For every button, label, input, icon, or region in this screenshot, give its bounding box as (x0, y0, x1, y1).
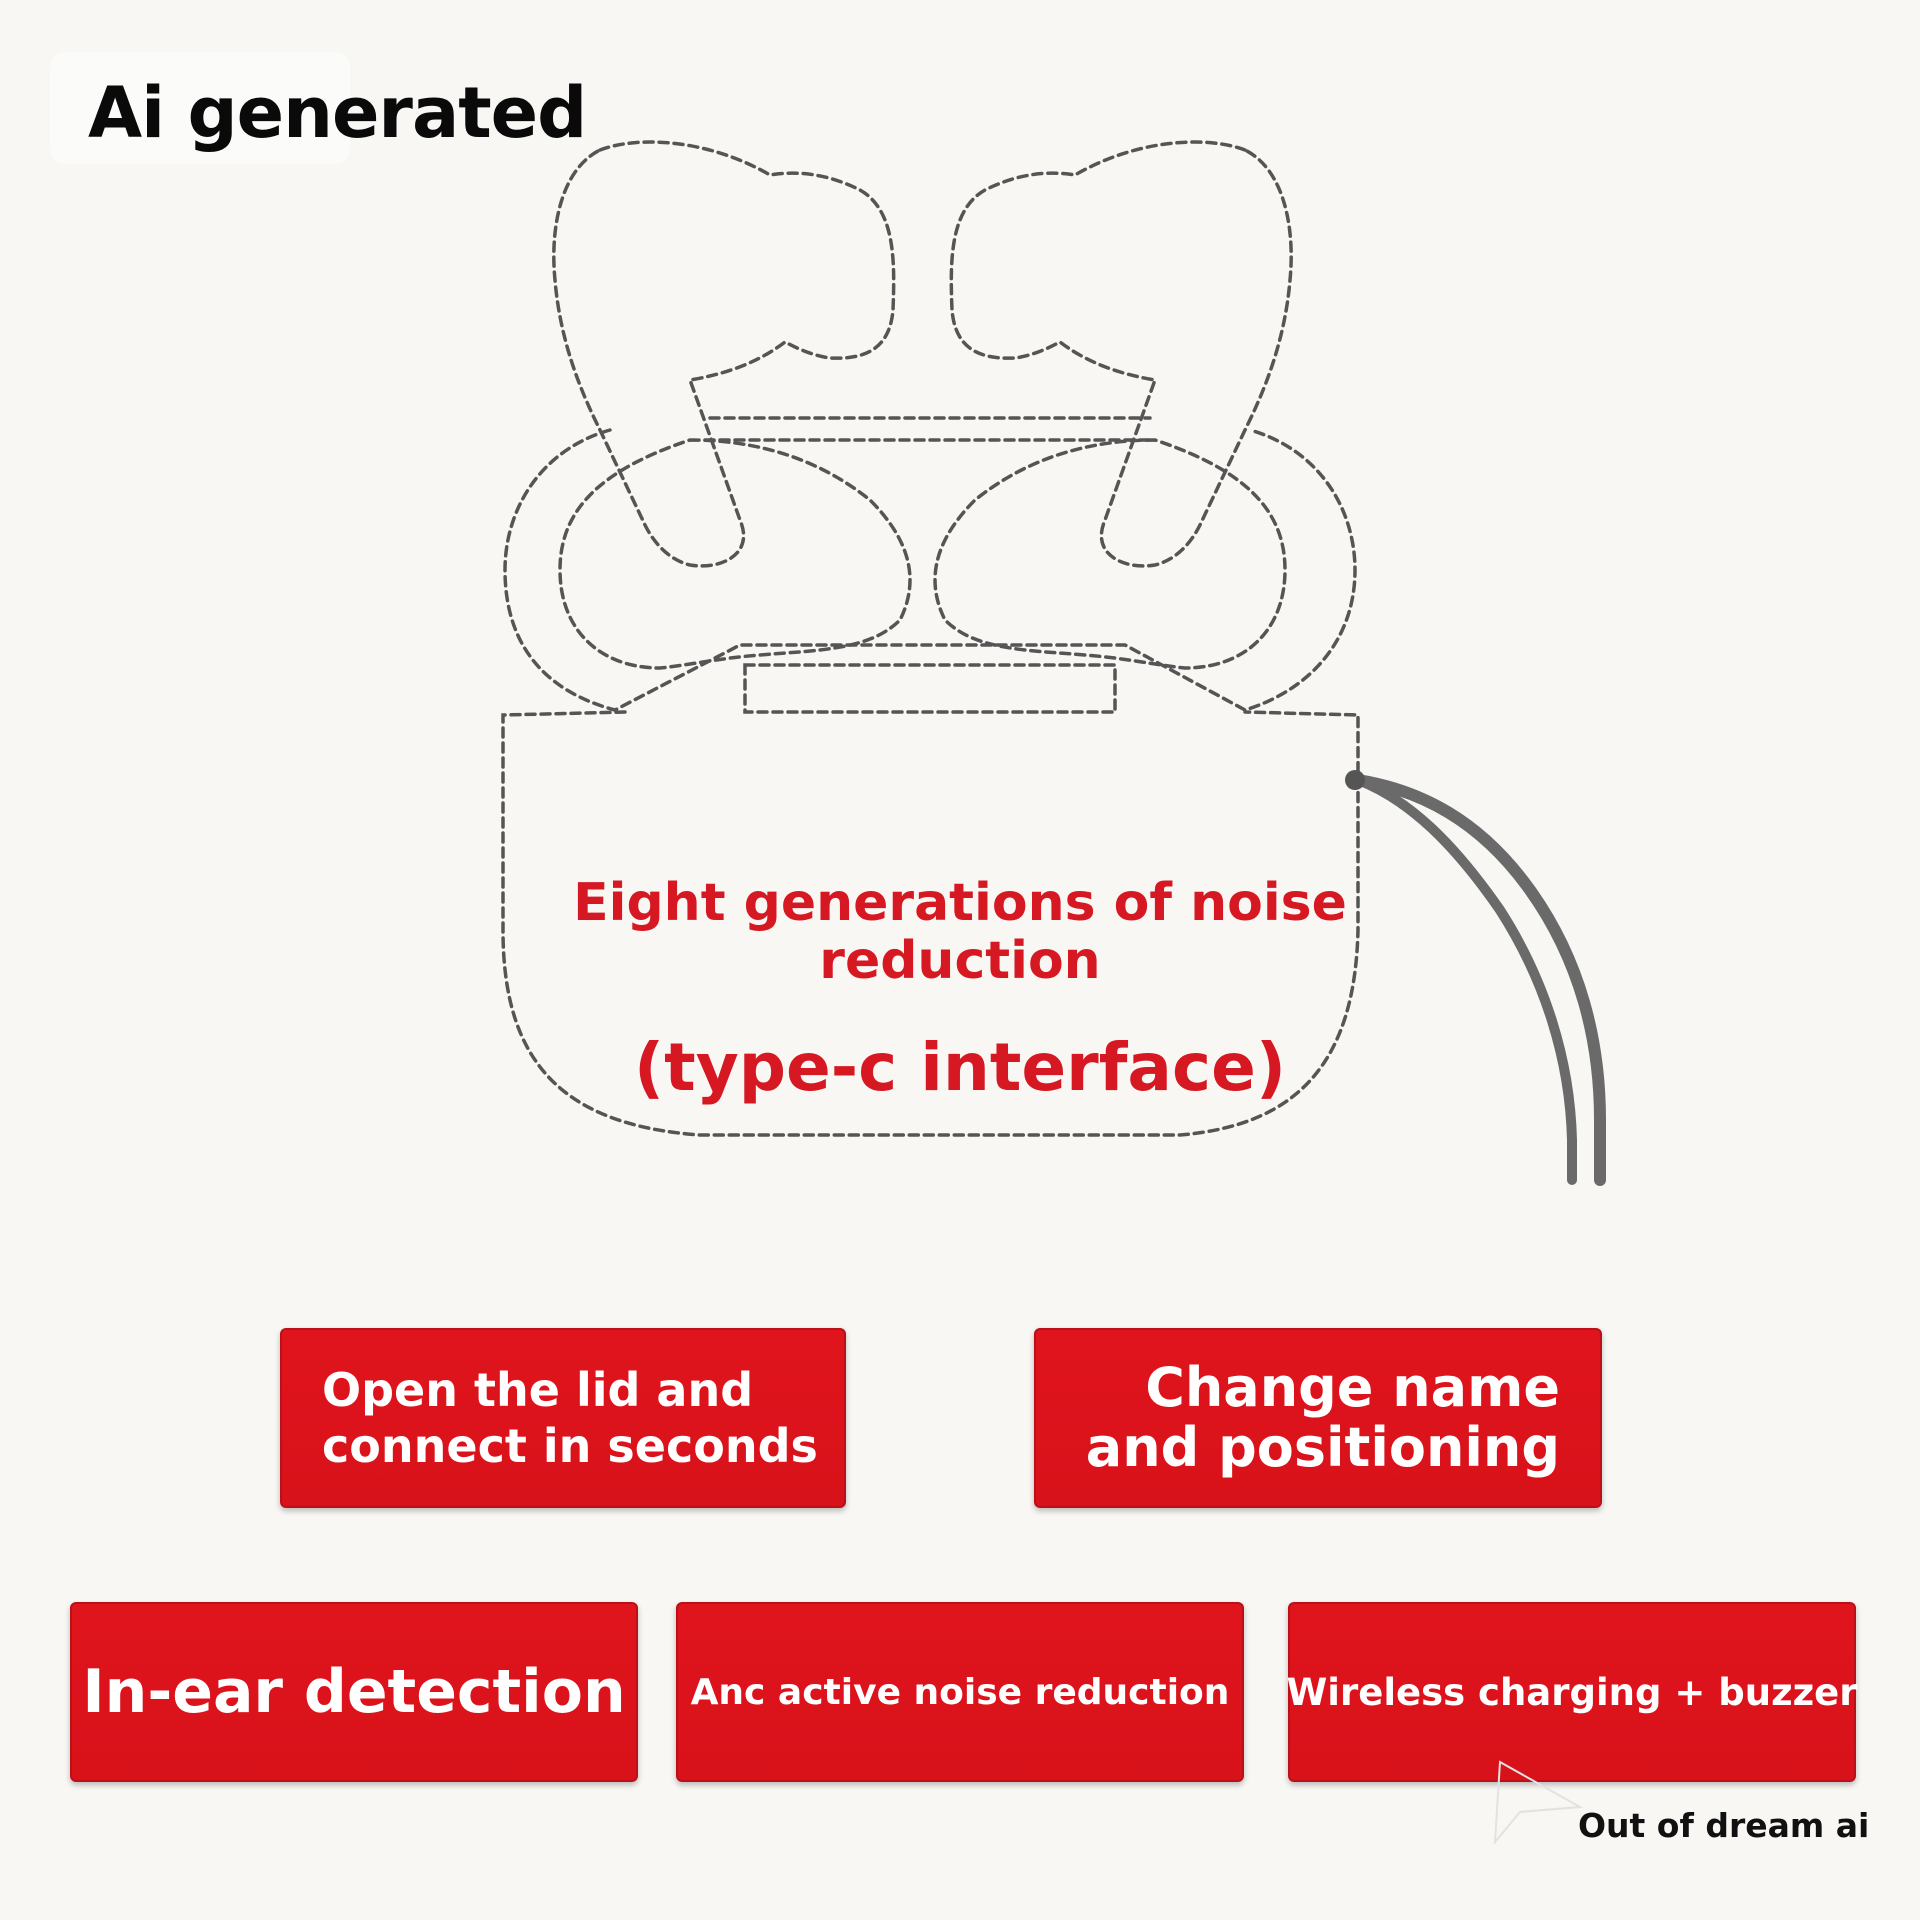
feature-anc-noise-reduction[interactable]: Anc active noise reduction (676, 1602, 1244, 1782)
left-cradle (558, 438, 912, 670)
feature-open-lid-connect[interactable]: Open the lid and connect in seconds (280, 1328, 846, 1508)
case-body-outline (501, 710, 1360, 1137)
right-earbud-outline (949, 140, 1293, 568)
feature-wireless-charging-buzzer-label: Wireless charging + buzzer (1286, 1670, 1858, 1714)
watermark-label: Out of dream ai (1578, 1806, 1870, 1845)
paper-plane-watermark-icon (1493, 1760, 1584, 1845)
left-earbud-outline (552, 140, 896, 568)
ai-generated-label: Ai generated (88, 72, 587, 154)
hinge-bar (743, 663, 1117, 714)
feature-change-name-positioning-label: Change name and positioning (1085, 1356, 1560, 1479)
right-cradle (933, 438, 1287, 670)
lid-outline (503, 428, 1357, 712)
feature-change-name-positioning[interactable]: Change name and positioning (1034, 1328, 1602, 1508)
cradle-bridge (703, 416, 1152, 442)
case-subtitle: (type-c interface) (633, 1029, 1286, 1106)
feature-anc-noise-reduction-label: Anc active noise reduction (690, 1671, 1230, 1713)
feature-in-ear-detection[interactable]: In-ear detection (70, 1602, 638, 1782)
feature-open-lid-connect-label: Open the lid and connect in seconds (322, 1363, 818, 1473)
feature-wireless-charging-buzzer[interactable]: Wireless charging + buzzer (1286, 1602, 1858, 1782)
case-title: Eight generations of noise reduction (573, 873, 1347, 991)
ai-generated-badge (50, 52, 350, 164)
type-c-cable (1352, 774, 1606, 1186)
feature-in-ear-detection-label: In-ear detection (82, 1657, 626, 1727)
type-c-port (1345, 770, 1365, 790)
